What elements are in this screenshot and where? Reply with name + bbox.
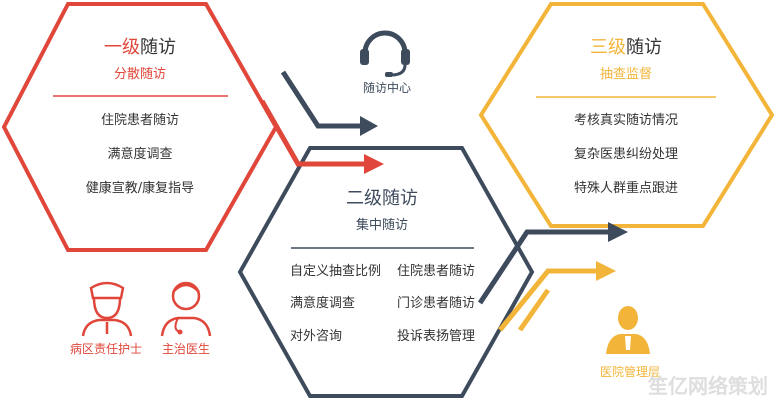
level2-left-item-1: 满意度调查 <box>290 295 355 311</box>
level2-right-item-0: 住院患者随访 <box>397 264 475 279</box>
arrow-yellow-short <box>517 288 551 332</box>
level3-item-2: 特殊人群重点跟进 <box>574 180 678 196</box>
watermark: 笙亿网络策划 <box>647 374 768 398</box>
level1-item-0: 住院患者随访 <box>101 113 179 128</box>
level3-hexagon <box>478 2 774 228</box>
doctor-label: 主治医生 <box>162 342 210 356</box>
doctor-icon <box>160 281 212 337</box>
level3-subtitle: 抽查监督 <box>600 67 652 82</box>
level1-title: 一级随访 <box>104 37 176 58</box>
level2-left-item-0: 自定义抽查比例 <box>290 264 381 279</box>
arrow-yellow-head <box>596 261 616 281</box>
level3-title: 三级随访 <box>590 37 662 58</box>
arrow-red-head <box>364 154 384 174</box>
arrow-navy-lower <box>477 229 610 305</box>
level2-title: 二级随访 <box>346 188 418 209</box>
level3-item-0: 考核真实随访情况 <box>574 113 678 128</box>
center-label: 随访中心 <box>363 80 411 95</box>
level2-hexagon <box>237 146 535 398</box>
level2-left-item-2: 对外咨询 <box>290 329 342 344</box>
arrow-navy-upper-head <box>360 116 378 136</box>
level2-right-item-2: 投诉表扬管理 <box>397 328 475 344</box>
level2-right-item-1: 门诊患者随访 <box>397 296 475 311</box>
level1-subtitle: 分散随访 <box>114 67 166 82</box>
arrow-navy-lower-head <box>608 222 628 242</box>
level1-hexagon <box>1 1 279 252</box>
headset-icon <box>360 30 410 77</box>
arrow-red <box>259 99 366 167</box>
arrow-yellow <box>498 268 598 332</box>
level1-item-1: 满意度调查 <box>107 146 172 162</box>
nurse-label: 病区责任护士 <box>70 341 142 356</box>
nurse-icon <box>81 281 133 337</box>
manager-label: 医院管理层 <box>600 364 660 379</box>
manager-icon <box>606 306 650 354</box>
level2-subtitle: 集中随访 <box>356 217 408 233</box>
arrow-navy-upper <box>280 70 362 129</box>
level1-item-2: 健康宣教/康复指导 <box>86 180 194 196</box>
level3-item-1: 复杂医患纠纷处理 <box>574 147 678 162</box>
